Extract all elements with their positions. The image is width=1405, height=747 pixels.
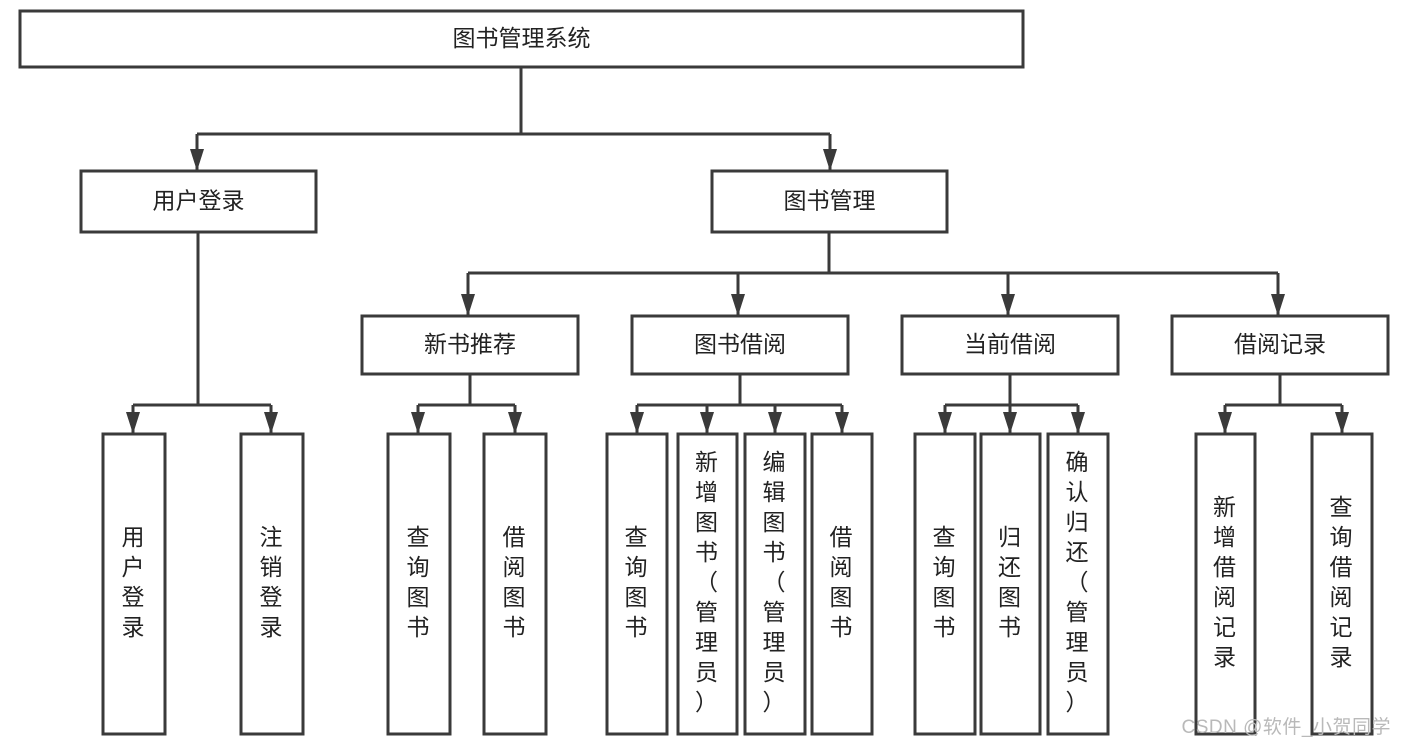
node-label-leaf-borrow-book: 借阅图书 — [830, 524, 855, 640]
node-label-leaf-user-login: 用户登录 — [122, 524, 147, 640]
node-leaf-logout[interactable]: 注销登录 — [239, 432, 305, 736]
node-leaf-user-login[interactable]: 用户登录 — [101, 432, 167, 736]
connector-bus-login-leaves — [126, 232, 278, 434]
node-leaf-confirm-return[interactable]: 确认归还（管理员） — [1046, 432, 1110, 736]
node-label-book-manage: 图书管理 — [784, 188, 876, 214]
node-label-leaf-logout: 注销登录 — [260, 524, 285, 640]
node-book-borrow[interactable]: 图书借阅 — [630, 314, 850, 376]
node-leaf-add-record[interactable]: 新增借阅记录 — [1194, 432, 1257, 736]
node-leaf-query-record[interactable]: 查询借阅记录 — [1310, 432, 1374, 736]
node-label-book-borrow: 图书借阅 — [694, 331, 786, 357]
node-leaf-query-book-current[interactable]: 查询图书 — [913, 432, 977, 736]
node-leaf-query-book-rec[interactable]: 查询图书 — [386, 432, 452, 736]
node-root[interactable]: 图书管理系统 — [18, 9, 1025, 69]
node-leaf-add-book[interactable]: 新增图书（管理员） — [676, 432, 739, 736]
connector-bus-newbook-leaves — [411, 374, 522, 434]
node-layer: 图书管理系统用户登录图书管理新书推荐图书借阅当前借阅借阅记录用户登录注销登录查询… — [18, 9, 1390, 736]
node-label-leaf-edit-book: 编辑图书（管理员） — [763, 449, 788, 715]
node-label-user-login: 用户登录 — [153, 188, 245, 214]
node-leaf-borrow-book-rec[interactable]: 借阅图书 — [482, 432, 548, 736]
node-leaf-query-book-borrow[interactable]: 查询图书 — [605, 432, 669, 736]
connector-bus-current-leaves — [938, 374, 1085, 434]
node-label-leaf-query-record: 查询借阅记录 — [1330, 494, 1355, 670]
node-borrow-record[interactable]: 借阅记录 — [1170, 314, 1390, 376]
node-label-leaf-borrow-book-rec: 借阅图书 — [503, 524, 528, 640]
node-user-login[interactable]: 用户登录 — [79, 169, 318, 234]
node-label-leaf-query-book-rec: 查询图书 — [407, 524, 432, 640]
connector-bus-record-leaves — [1218, 374, 1349, 434]
node-leaf-borrow-book[interactable]: 借阅图书 — [810, 432, 874, 736]
node-new-book-rec[interactable]: 新书推荐 — [360, 314, 580, 376]
node-leaf-return-book[interactable]: 归还图书 — [979, 432, 1042, 736]
connector-bus-level2 — [461, 232, 1285, 316]
node-label-leaf-query-book-borrow: 查询图书 — [625, 524, 650, 640]
node-label-leaf-add-book: 新增图书（管理员） — [695, 449, 720, 715]
node-book-manage[interactable]: 图书管理 — [710, 169, 949, 234]
node-label-root: 图书管理系统 — [453, 25, 591, 51]
node-label-new-book-rec: 新书推荐 — [424, 331, 516, 357]
node-leaf-edit-book[interactable]: 编辑图书（管理员） — [743, 432, 807, 736]
node-label-borrow-record: 借阅记录 — [1234, 331, 1326, 357]
node-label-leaf-query-book-current: 查询图书 — [933, 524, 958, 640]
node-label-current-borrow: 当前借阅 — [964, 331, 1056, 357]
node-label-leaf-return-book: 归还图书 — [998, 524, 1023, 640]
connector-layer — [126, 67, 1349, 434]
connector-bus-root — [190, 67, 837, 171]
node-label-leaf-confirm-return: 确认归还（管理员） — [1066, 449, 1091, 715]
node-label-leaf-add-record: 新增借阅记录 — [1213, 494, 1238, 670]
node-current-borrow[interactable]: 当前借阅 — [900, 314, 1120, 376]
csdn-watermark: CSDN @软件_小贺同学 — [1181, 717, 1391, 738]
connector-bus-borrow-leaves — [630, 374, 849, 434]
